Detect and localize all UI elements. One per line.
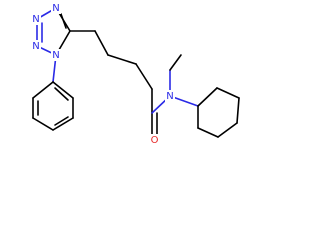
atom-n1: N: [52, 3, 59, 14]
atom-n2: N: [32, 14, 39, 25]
molecule-drawing: N N N N N O: [31, 2, 240, 146]
label-bg-n3: [31, 40, 41, 52]
cyclohexyl-bond-2: [216, 87, 240, 99]
bond-n1-c5-double: [60, 13, 67, 29]
chain-bond-3: [107, 54, 137, 65]
atom-o: O: [151, 135, 159, 146]
phenyl-bond-3: [32, 117, 54, 131]
atom-amide-n: N: [166, 91, 173, 102]
ethyl-bond-2: [169, 54, 182, 71]
phenyl-bond-4: [52, 117, 74, 131]
atom-n4: N: [52, 50, 59, 61]
chain-bond-4: [135, 63, 153, 90]
phenyl-bond-6: [52, 81, 74, 99]
cyclohexyl-ring: [169, 87, 240, 138]
tetrazole-ring: [36, 7, 71, 56]
structure-diagram: N N N N N O: [31, 2, 240, 146]
phenyl-bond-1: [32, 81, 54, 99]
atom-labels: N N N N N O: [31, 2, 175, 146]
cyclohexyl-bond-1: [197, 87, 218, 107]
phenyl-ring: [32, 54, 74, 131]
cyclohexyl-bond-5: [197, 127, 219, 138]
label-bg-n4: [51, 49, 61, 61]
cyclohexyl-bond-4: [217, 122, 238, 138]
phenyl-double-2: [54, 116, 69, 126]
label-bg-n1: [51, 2, 61, 14]
label-bg-o: [149, 134, 160, 146]
alkyl-chain: [69, 30, 153, 114]
label-bg-n2: [31, 13, 41, 25]
chain-bond-2: [94, 30, 109, 56]
atom-n3: N: [32, 41, 39, 52]
label-bg-amide-n: [165, 90, 175, 102]
cyclohexyl-bond-3: [236, 97, 240, 124]
ethyl-group: [169, 54, 182, 97]
phenyl-double-3: [54, 87, 69, 101]
